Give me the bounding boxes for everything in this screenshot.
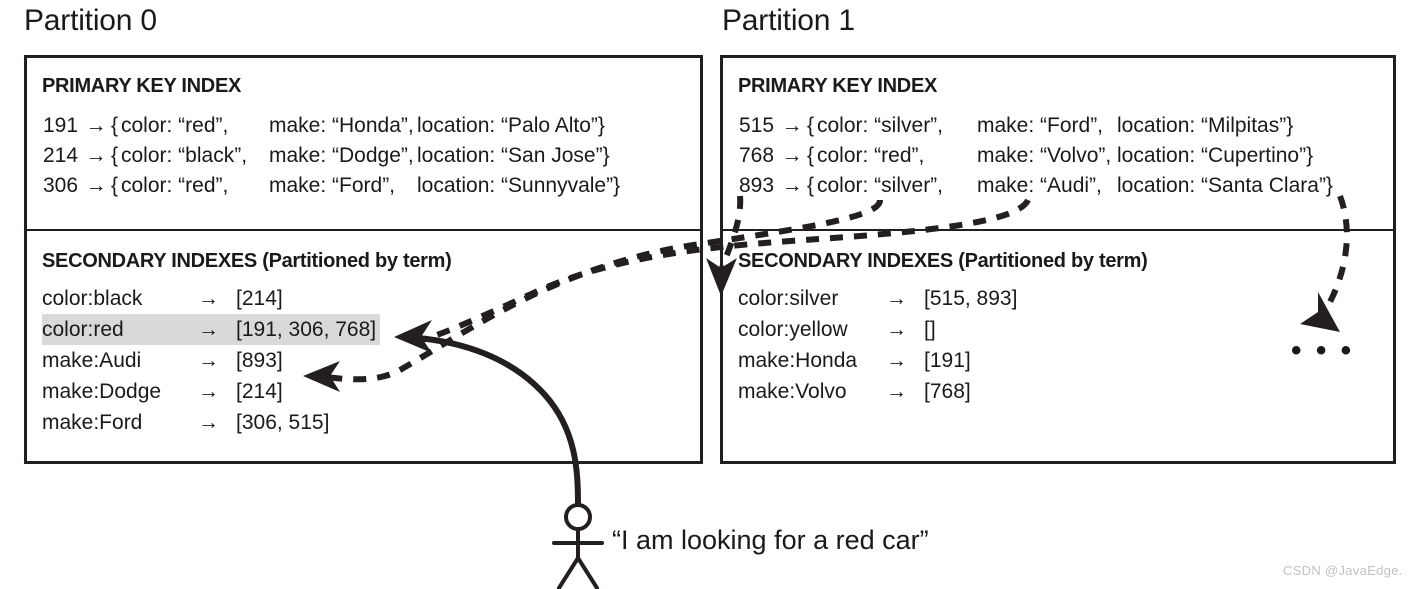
partition-0-primary-key-index-heading: PRIMARY KEY INDEX — [42, 75, 242, 97]
primary-key-row: 893 → { color: “silver”, make: “Audi”, l… — [739, 171, 1333, 201]
pk-make: make: “Volvo”, — [977, 144, 1112, 167]
pk-key: 306 — [43, 174, 79, 197]
secondary-term: make:Ford — [42, 411, 143, 434]
pk-location: location: “San Jose”} — [417, 144, 610, 167]
pk-color: color: “silver”, — [817, 114, 944, 137]
partition-0-title: Partition 0 — [24, 4, 157, 37]
stick-figure-left-leg — [557, 556, 580, 589]
partition-0-primary-key-rows: 191 → { color: “red”, make: “Honda”, loc… — [43, 111, 620, 201]
partition-1-secondary-indexes-heading: SECONDARY INDEXES (Partitioned by term) — [738, 250, 1148, 272]
pk-location: location: “Milpitas”} — [1117, 114, 1294, 137]
pk-color: color: “red”, — [121, 114, 229, 137]
secondary-value: [306, 515] — [236, 411, 330, 434]
secondary-index-row: make:Volvo → [768] — [738, 376, 1021, 407]
arrow-icon: → — [886, 349, 907, 372]
secondary-value: [191] — [924, 349, 971, 372]
pk-make: make: “Ford”, — [269, 174, 396, 197]
secondary-value: [214] — [236, 287, 283, 310]
pk-color: color: “red”, — [121, 174, 229, 197]
arrow-icon: → — [198, 287, 219, 310]
secondary-value: [191, 306, 768] — [236, 318, 377, 341]
arrow-icon: → — [886, 318, 907, 341]
secondary-term: make:Audi — [42, 349, 142, 372]
pk-brace: { — [111, 114, 119, 137]
secondary-term: color:silver — [738, 287, 839, 310]
secondary-index-row: color:yellow → [] — [738, 314, 1021, 345]
stick-figure-head — [564, 503, 592, 531]
pk-color: color: “red”, — [817, 144, 925, 167]
pk-brace: { — [111, 174, 119, 197]
pk-make: make: “Audi”, — [977, 174, 1102, 197]
pk-location: location: “Santa Clara”} — [1117, 174, 1333, 197]
partition-1-primary-key-index-heading: PRIMARY KEY INDEX — [738, 75, 938, 97]
partition-0-secondary-indexes-heading: SECONDARY INDEXES (Partitioned by term) — [42, 250, 452, 272]
pk-brace: { — [807, 114, 815, 137]
pk-key: 191 — [43, 114, 79, 137]
primary-key-row: 515 → { color: “silver”, make: “Ford”, l… — [739, 111, 1333, 141]
secondary-term: make:Volvo — [738, 380, 847, 403]
pk-brace: { — [807, 144, 815, 167]
user-query-text: “I am looking for a red car” — [612, 525, 929, 555]
pk-make: make: “Ford”, — [977, 114, 1104, 137]
secondary-term: color:red — [42, 318, 124, 341]
secondary-value: [214] — [236, 380, 283, 403]
pk-color: color: “silver”, — [817, 174, 944, 197]
arrow-icon: → — [781, 174, 803, 197]
arrow-icon: → — [886, 287, 907, 310]
secondary-index-row: make:Ford → [306, 515] — [42, 407, 380, 438]
pk-make: make: “Honda”, — [269, 114, 414, 137]
secondary-index-row-highlighted: color:red → [191, 306, 768] — [42, 314, 381, 345]
arrow-icon: → — [781, 144, 803, 167]
watermark-text: CSDN @JavaEdge. — [1283, 563, 1403, 578]
secondary-value: [893] — [236, 349, 283, 372]
partition-1-section-divider — [723, 229, 1393, 231]
pk-location: location: “Cupertino”} — [1117, 144, 1314, 167]
user-stick-figure-icon — [552, 503, 604, 589]
primary-key-row: 306 → { color: “red”, make: “Ford”, loca… — [43, 171, 620, 201]
pk-location: location: “Sunnyvale”} — [417, 174, 621, 197]
secondary-term: make:Dodge — [42, 380, 162, 403]
secondary-term: color:yellow — [738, 318, 848, 341]
stick-figure-right-leg — [576, 556, 599, 589]
secondary-term: color:black — [42, 287, 143, 310]
partition-1-title: Partition 1 — [722, 4, 855, 37]
arrow-icon: → — [85, 144, 107, 167]
partition-1-box: PRIMARY KEY INDEX 515 → { color: “silver… — [720, 55, 1396, 464]
partition-0-secondary-rows: color:black → [214] color:red → [191, 30… — [42, 283, 381, 438]
arrow-icon: → — [85, 174, 107, 197]
arrow-icon: → — [198, 318, 219, 341]
arrow-icon: → — [85, 114, 107, 137]
pk-brace: { — [111, 144, 119, 167]
partition-0-box: PRIMARY KEY INDEX 191 → { color: “red”, … — [24, 55, 703, 464]
arrow-icon: → — [198, 380, 219, 403]
pk-location: location: “Palo Alto”} — [417, 114, 605, 137]
secondary-index-row: color:black → [214] — [42, 283, 380, 314]
partition-1-primary-key-rows: 515 → { color: “silver”, make: “Ford”, l… — [739, 111, 1333, 201]
secondary-value: [768] — [924, 380, 971, 403]
secondary-term: make:Honda — [738, 349, 858, 372]
secondary-index-row: color:silver → [515, 893] — [738, 283, 1021, 314]
arrow-icon: → — [781, 114, 803, 137]
pk-key: 515 — [739, 114, 775, 137]
secondary-index-row: make:Honda → [191] — [738, 345, 1021, 376]
partition-0-section-divider — [27, 229, 700, 231]
primary-key-row: 191 → { color: “red”, make: “Honda”, loc… — [43, 111, 620, 141]
arrow-icon: → — [198, 349, 219, 372]
partition-1-secondary-rows: color:silver → [515, 893] color:yellow →… — [738, 283, 1021, 407]
arrow-icon: → — [886, 380, 907, 403]
pk-color: color: “black”, — [121, 144, 248, 167]
pk-key: 768 — [739, 144, 775, 167]
pk-key: 893 — [739, 174, 775, 197]
secondary-index-row: make:Dodge → [214] — [42, 376, 380, 407]
secondary-index-row: make:Audi → [893] — [42, 345, 380, 376]
arrow-icon: → — [198, 411, 219, 434]
ellipsis-more-indicator: • • • — [1291, 334, 1355, 367]
primary-key-row: 214 → { color: “black”, make: “Dodge”, l… — [43, 141, 620, 171]
primary-key-row: 768 → { color: “red”, make: “Volvo”, loc… — [739, 141, 1333, 171]
pk-key: 214 — [43, 144, 79, 167]
pk-brace: { — [807, 174, 815, 197]
secondary-value: [515, 893] — [924, 287, 1018, 310]
secondary-value: [] — [924, 318, 936, 341]
pk-make: make: “Dodge”, — [269, 144, 414, 167]
